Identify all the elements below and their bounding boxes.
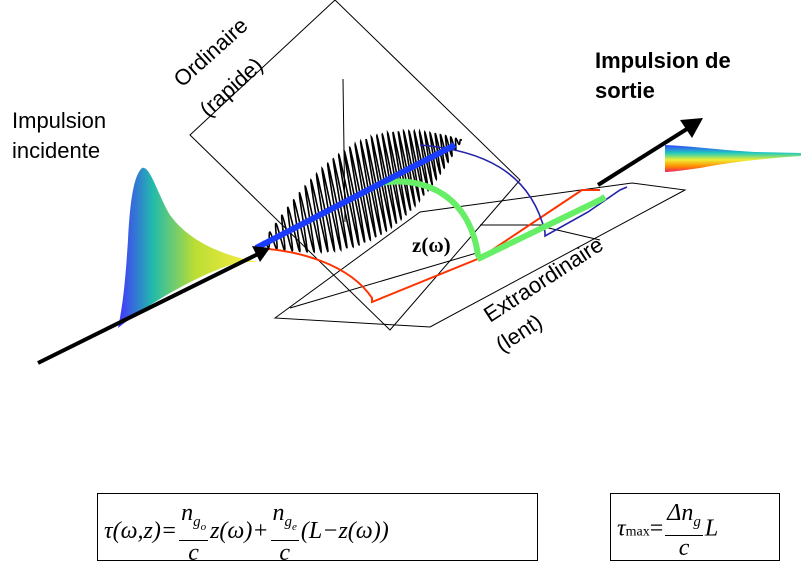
label-leader-line-2 [539, 225, 601, 241]
label-impulsion-de: Impulsion de [595, 48, 731, 73]
eq-z-omega: z(ω)+ [210, 517, 269, 544]
output-arrow-head [680, 118, 703, 138]
incident-arrow-head [252, 246, 270, 262]
incident-arrow-line [37, 250, 263, 365]
label-z-omega: z(ω) [412, 233, 451, 257]
eq-tail: (L−z(ω)) [300, 517, 389, 544]
ordinary-oscillation-wave [261, 128, 463, 255]
ordinary-plane [189, 0, 521, 331]
red-arc-path [254, 189, 600, 304]
output-arrow-line [596, 125, 692, 187]
blue-fast-axis [254, 142, 457, 251]
green-path [379, 178, 607, 262]
eq-tau-lhs: τ(ω,z)= [104, 517, 178, 544]
extraordinary-plane [273, 182, 687, 328]
extraordinary-plane-axis [289, 251, 481, 309]
label-incidente: incidente [12, 138, 100, 163]
oscillation-path [261, 128, 463, 255]
label-sortie: sortie [595, 78, 655, 103]
input-pulse [118, 167, 258, 328]
label-impulsion: Impulsion [12, 108, 106, 133]
output-pulse [665, 145, 801, 172]
